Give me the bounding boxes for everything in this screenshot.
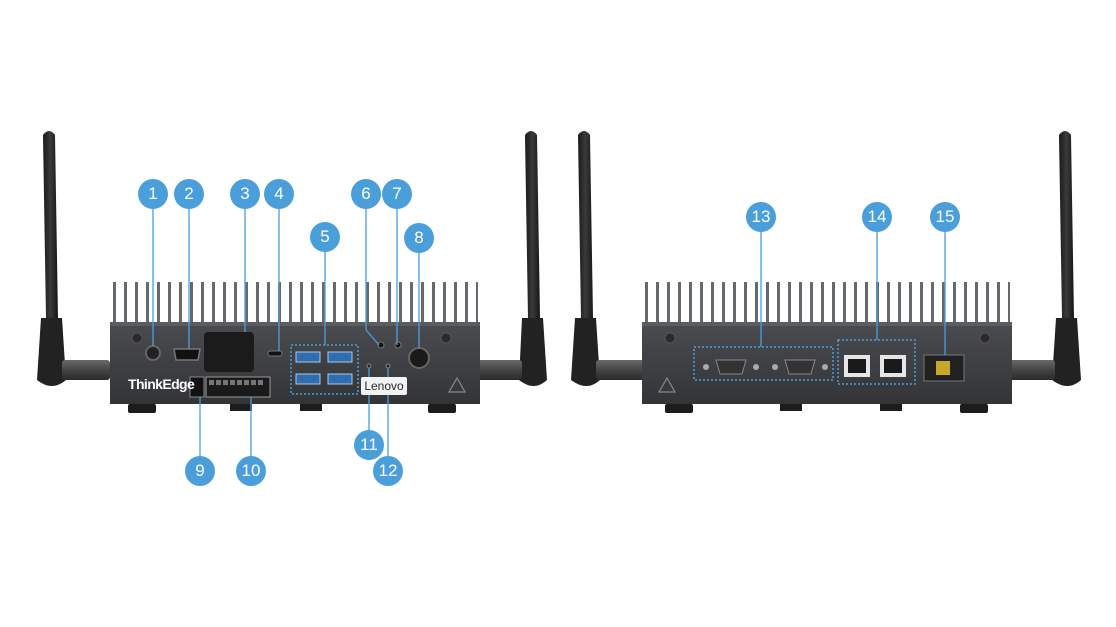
callout-11: 11 [354,430,384,460]
callout-6: 6 [351,179,381,209]
rear-heatsink-fins [645,282,1010,324]
audio-jack [145,345,161,361]
rear-left-antenna [571,131,644,386]
callout-8: 8 [404,223,434,253]
rear-view-device [571,131,1081,413]
callout-9: 9 [185,456,215,486]
expansion-cover [204,332,254,372]
heatsink-fins [113,282,478,324]
callout-3: 3 [230,179,260,209]
lenovo-logo: Lenovo [361,377,407,395]
callout-14: 14 [862,202,892,232]
callout-2: 2 [174,179,204,209]
device-feet [128,404,456,413]
button-7 [394,341,402,349]
callout-4: 4 [264,179,294,209]
usb-c-port [267,350,283,357]
callout-5: 5 [310,222,340,252]
callout-10: 10 [236,456,266,486]
right-antenna [474,131,547,386]
callout-15: 15 [930,202,960,232]
ethernet-ports [844,355,906,377]
dc-in-connector [189,376,205,398]
callout-12: 12 [373,456,403,486]
serial-ports [703,359,828,375]
callout-1: 1 [138,179,168,209]
rear-right-antenna [1007,131,1081,386]
callout-13: 13 [746,202,776,232]
left-antenna [37,131,110,386]
front-view-device [37,131,547,456]
button-6 [377,341,385,349]
usb-a-ports [295,351,353,385]
power-button [408,347,430,369]
callout-7: 7 [382,179,412,209]
thinkedge-logo: ThinkEdge [128,376,195,392]
hdmi-port [173,348,201,361]
